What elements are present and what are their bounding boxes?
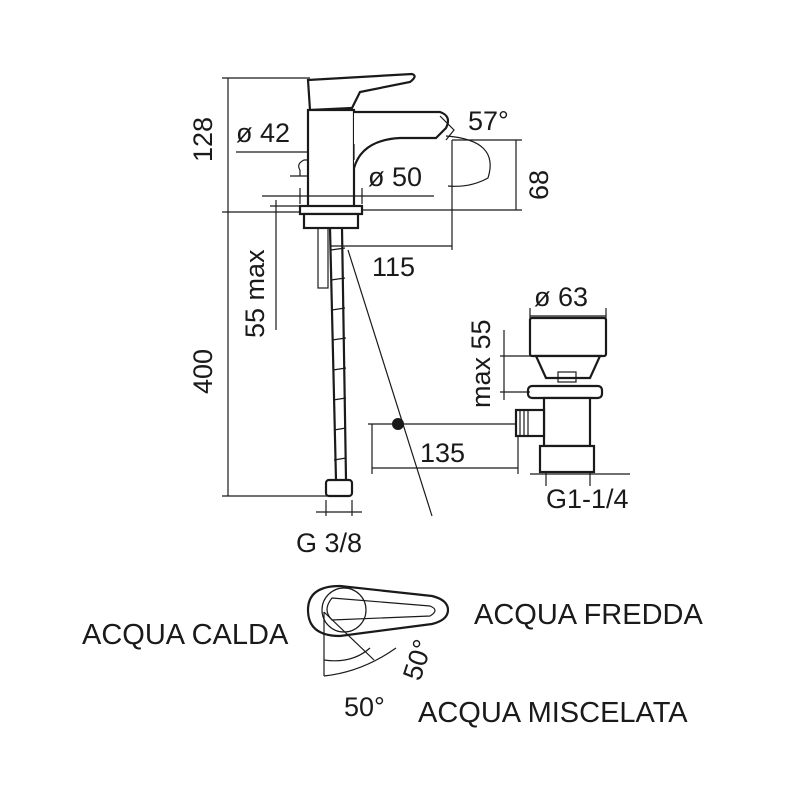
lever-labels: ACQUA CALDA ACQUA FREDDA ACQUA MISCELATA… [82, 599, 703, 729]
rod-length-label: 135 [420, 438, 465, 468]
spout-reach-label: 115 [372, 252, 415, 282]
angle-right-label: 50° [397, 636, 438, 684]
plug-diameter-label: ø 63 [534, 282, 588, 312]
deck-thickness-label: 55 max [240, 249, 270, 338]
mixer-dimension-lines [222, 77, 522, 516]
spout-height-label: 68 [524, 170, 554, 200]
angle-left-label: 50° [344, 692, 385, 722]
dimension-labels: 128 ø 42 57° ø 50 68 55 max 115 400 G 3/… [188, 106, 629, 558]
height-above-label: 128 [188, 117, 218, 162]
hose-length-label: 400 [188, 349, 218, 394]
swivel-diameter-label: ø 50 [368, 162, 422, 192]
body-diameter-label: ø 42 [236, 118, 290, 148]
swivel-angle-label: 57° [468, 106, 509, 136]
mixed-water-label: ACQUA MISCELATA [418, 697, 688, 729]
hot-water-label: ACQUA CALDA [82, 619, 289, 651]
waste-height-label: max 55 [466, 319, 496, 408]
lever-top-view [306, 584, 450, 677]
outlet-thread-label: G1-1/4 [546, 484, 629, 514]
cold-water-label: ACQUA FREDDA [474, 599, 703, 631]
waste-dimension-lines [371, 308, 630, 486]
waste-assembly [368, 316, 608, 474]
inlet-thread-label: G 3/8 [296, 528, 362, 558]
